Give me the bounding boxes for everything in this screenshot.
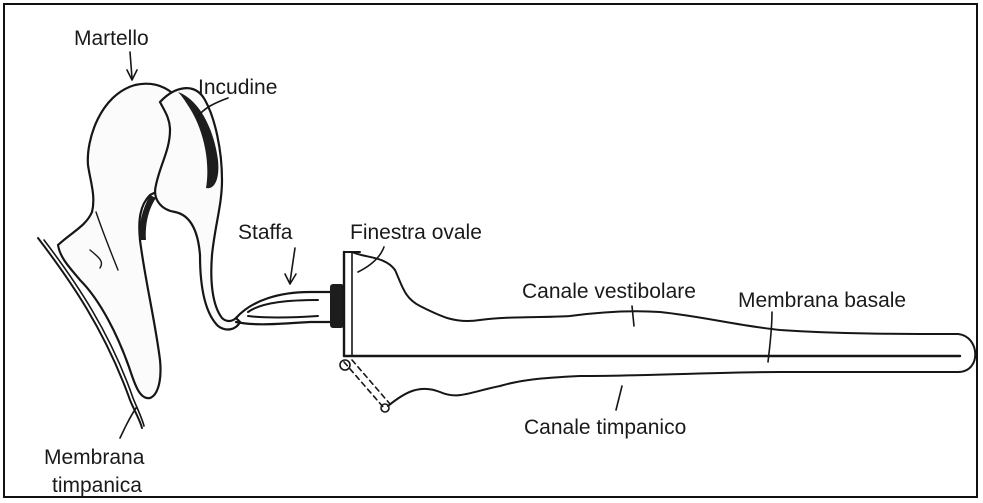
label-martello: Martello [74,27,149,50]
label-incudine: Incudine [198,76,277,99]
pointer-lines [120,52,772,438]
label-staffa: Staffa [238,221,293,244]
label-membrana-basale: Membrana basale [738,289,906,312]
label-canale-vestibolare: Canale vestibolare [522,280,696,303]
label-canale-timpanico: Canale timpanico [524,416,686,439]
stapes-footplate [330,284,344,328]
label-timpanica: timpanica [52,474,142,497]
cochlea-shape [340,252,975,412]
label-finestra-ovale: Finestra ovale [350,221,482,244]
label-membrana: Membrana [44,446,145,469]
stapes-shape [236,284,344,328]
